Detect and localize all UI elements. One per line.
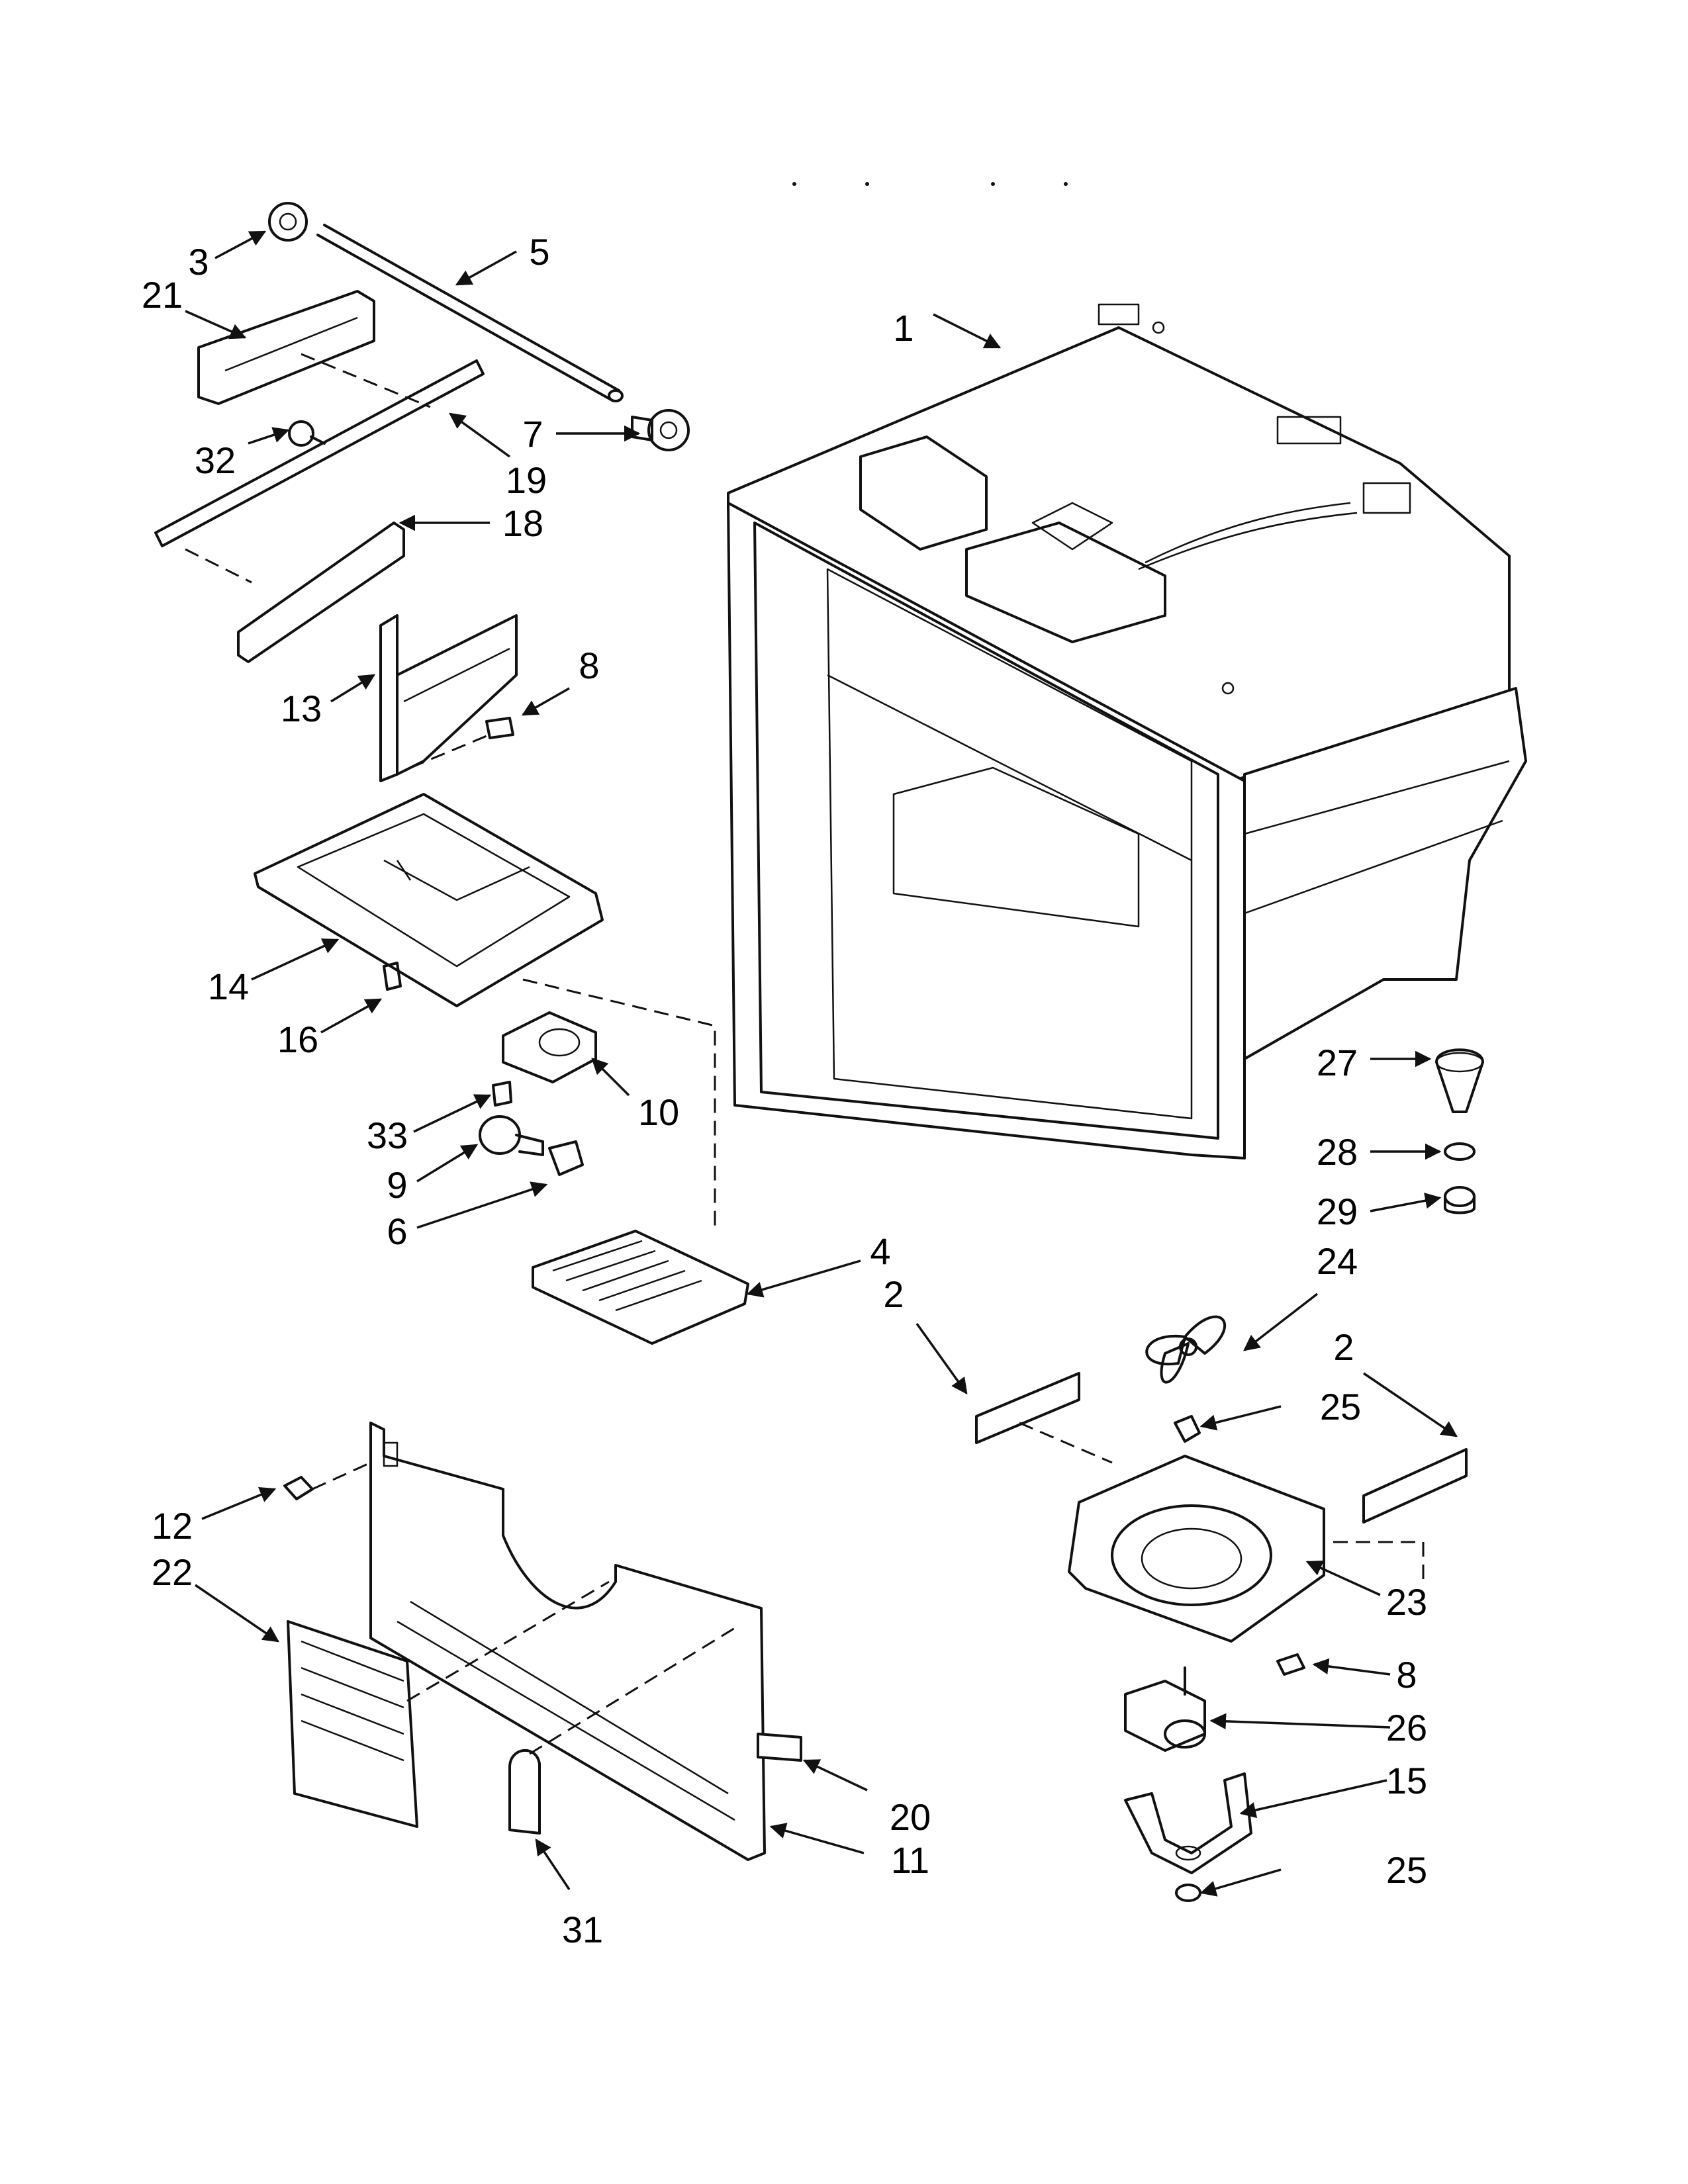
callout-8-upper: 8 <box>579 645 599 686</box>
damper-parts <box>1435 1048 1484 1214</box>
callout-18: 18 <box>502 502 543 544</box>
callout-13: 13 <box>281 688 322 729</box>
callout-2-left: 2 <box>883 1273 904 1315</box>
callout-31: 31 <box>562 1909 603 1950</box>
callout-26: 26 <box>1386 1707 1427 1749</box>
callout-27: 27 <box>1317 1042 1358 1083</box>
grille-part <box>532 1230 749 1345</box>
callout-9: 9 <box>387 1164 407 1206</box>
callout-11: 11 <box>891 1839 929 1881</box>
callout-25-upper: 25 <box>1320 1386 1361 1428</box>
callout-8-lower: 8 <box>1396 1654 1417 1696</box>
callout-labels: 1 2 2 3 4 5 6 7 8 8 9 10 11 12 13 14 15 … <box>142 231 1427 1950</box>
callout-28: 28 <box>1317 1131 1358 1173</box>
freezer-liner-part <box>727 303 1527 1160</box>
callout-32: 32 <box>195 439 236 481</box>
top-marks <box>792 182 1068 186</box>
callout-16: 16 <box>277 1019 318 1060</box>
callout-22: 22 <box>152 1551 193 1593</box>
pan-part <box>254 793 604 1007</box>
callout-29: 29 <box>1317 1191 1358 1232</box>
callout-4: 4 <box>870 1230 890 1272</box>
callout-12: 12 <box>152 1505 193 1547</box>
leader-arrows <box>185 230 1458 1897</box>
callout-23: 23 <box>1386 1581 1427 1623</box>
callout-14: 14 <box>208 966 249 1007</box>
callout-7: 7 <box>522 413 543 455</box>
callout-21: 21 <box>142 274 183 316</box>
callout-5: 5 <box>529 231 549 273</box>
callout-3: 3 <box>188 241 209 283</box>
callout-20: 20 <box>890 1796 931 1838</box>
foam-pad-left-part <box>975 1372 1080 1444</box>
callout-2-right: 2 <box>1333 1326 1354 1368</box>
callout-6: 6 <box>387 1210 407 1252</box>
foam-pad-right-part <box>1311 1448 1468 1582</box>
bracket-part <box>379 614 518 782</box>
rear-panel-part <box>283 1422 802 1861</box>
callout-19: 19 <box>506 459 547 501</box>
callout-25-lower: 25 <box>1386 1849 1427 1891</box>
callout-10: 10 <box>638 1091 679 1133</box>
fan-assembly-part <box>1019 1315 1325 1902</box>
callout-15: 15 <box>1386 1760 1427 1801</box>
drawer-slides-part <box>154 290 485 663</box>
callout-33: 33 <box>367 1115 408 1156</box>
callout-24: 24 <box>1317 1240 1358 1282</box>
callout-1: 1 <box>893 307 914 349</box>
light-assembly-part <box>479 978 716 1231</box>
